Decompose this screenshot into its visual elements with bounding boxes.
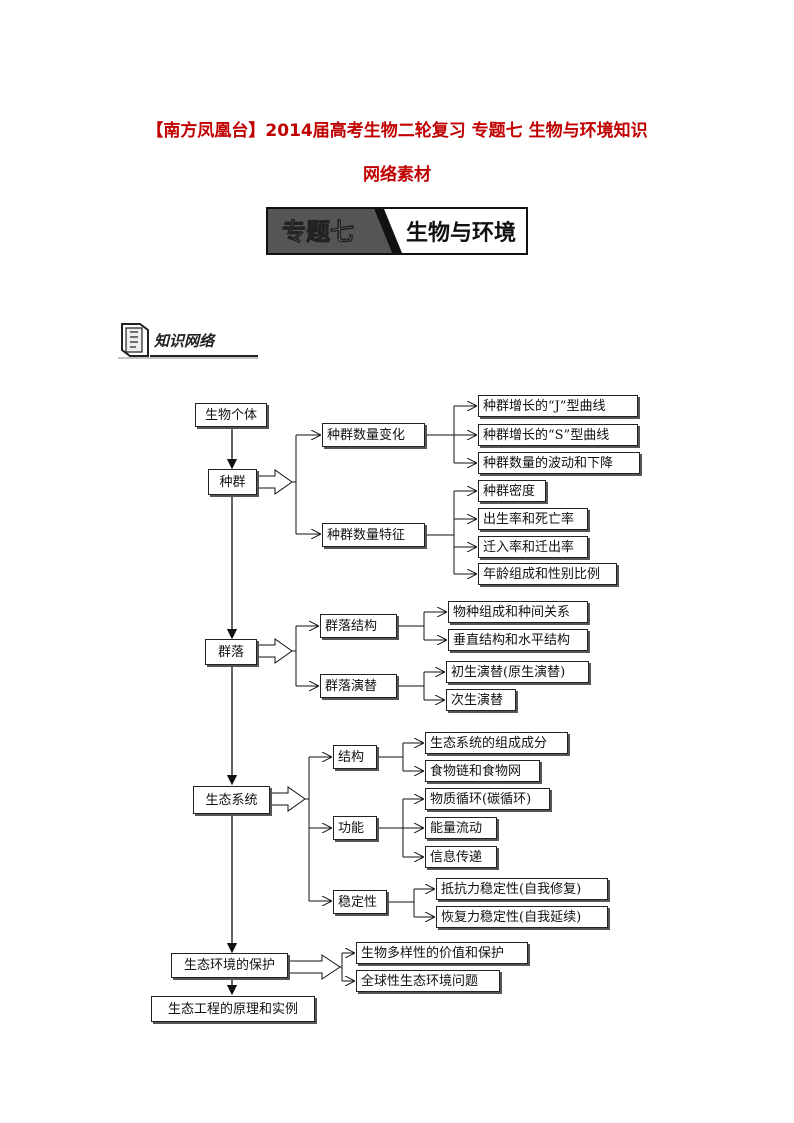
node-comm-structure: 群落结构 [320, 614, 397, 638]
node-secondary: 次生演替 [446, 689, 516, 711]
node-population: 种群 [208, 469, 257, 495]
node-resilience: 恢复力稳定性(自我延续) [436, 906, 608, 928]
node-succession: 群落演替 [320, 674, 397, 698]
node-material-cycle: 物质循环(碳循环) [425, 788, 550, 810]
knowledge-network-header: 知识网络 [118, 323, 258, 359]
node-individual: 生物个体 [195, 403, 267, 427]
node-ecosystem: 生态系统 [193, 786, 270, 814]
node-density: 种群密度 [478, 480, 546, 502]
node-s-curve: 种群增长的“S”型曲线 [478, 424, 638, 446]
node-biodiversity: 生物多样性的价值和保护 [356, 942, 528, 964]
banner-right-text: 生物与环境 [406, 220, 516, 246]
node-age-sex: 年龄组成和性别比例 [478, 563, 617, 585]
document-title-line1: 【南方凤凰台】2014届高考生物二轮复习 专题七 生物与环境知识 [146, 121, 648, 141]
node-fluctuation: 种群数量的波动和下降 [478, 452, 640, 474]
node-energy-flow: 能量流动 [425, 817, 497, 839]
node-migration: 迁入率和迁出率 [478, 536, 588, 558]
node-components: 生态系统的组成成分 [425, 732, 568, 754]
node-info-transfer: 信息传递 [425, 846, 497, 868]
node-engineering: 生态工程的原理和实例 [151, 996, 315, 1022]
node-j-curve: 种群增长的“J”型曲线 [478, 395, 638, 417]
document-title-line2: 网络素材 [363, 165, 431, 185]
section-header-text: 知识网络 [153, 332, 216, 350]
node-pop-change: 种群数量变化 [322, 423, 425, 447]
node-primary: 初生演替(原生演替) [446, 661, 589, 683]
node-vert-horiz: 垂直结构和水平结构 [448, 629, 588, 651]
node-community: 群落 [205, 639, 257, 665]
topic-banner: 专题七 生物与环境 [266, 207, 528, 255]
node-stability: 稳定性 [333, 890, 387, 914]
book-icon [121, 323, 149, 357]
node-food-web: 食物链和食物网 [425, 760, 540, 782]
node-species-relations: 物种组成和种间关系 [448, 601, 588, 623]
banner-left-text: 专题七 [282, 218, 354, 246]
node-pop-traits: 种群数量特征 [322, 523, 425, 547]
node-birth-death: 出生率和死亡率 [478, 508, 588, 530]
node-resistance: 抵抗力稳定性(自我修复) [436, 878, 608, 900]
node-protection: 生态环境的保护 [171, 953, 288, 978]
node-global-issues: 全球性生态环境问题 [356, 970, 500, 992]
node-structure: 结构 [333, 745, 377, 769]
node-function: 功能 [333, 816, 377, 840]
